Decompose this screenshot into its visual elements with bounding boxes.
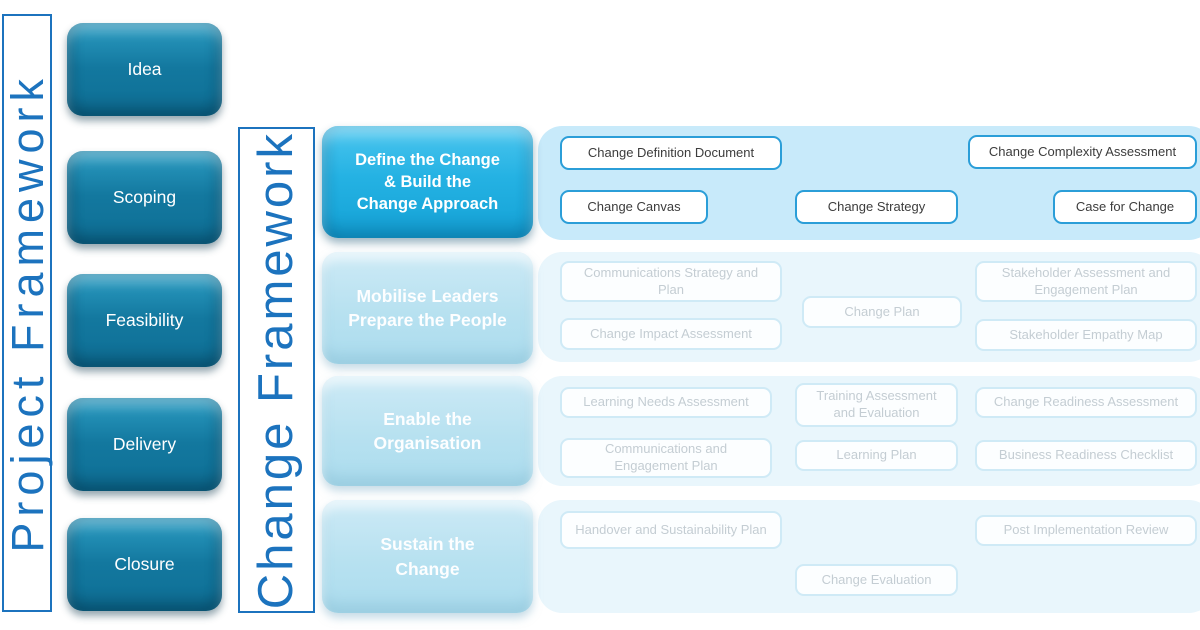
deliverable-change-readiness-assessment[interactable]: Change Readiness Assessment bbox=[975, 387, 1197, 418]
deliverable-business-readiness-checklist[interactable]: Business Readiness Checklist bbox=[975, 440, 1197, 471]
phase-sustain-the-change[interactable]: Sustain the Change bbox=[322, 500, 533, 613]
deliverable-training-assessment-and-evaluation[interactable]: Training Assessment and Evaluation bbox=[795, 383, 958, 427]
deliverable-stakeholder-empathy-map[interactable]: Stakeholder Empathy Map bbox=[975, 319, 1197, 351]
deliverable-learning-needs-assessment[interactable]: Learning Needs Assessment bbox=[560, 387, 772, 418]
deliverable-change-impact-assessment[interactable]: Change Impact Assessment bbox=[560, 318, 782, 350]
deliverable-stakeholder-assessment-and-engagement-plan[interactable]: Stakeholder Assessment and Engagement Pl… bbox=[975, 261, 1197, 302]
stage-delivery[interactable]: Delivery bbox=[67, 398, 222, 491]
deliverable-post-implementation-review[interactable]: Post Implementation Review bbox=[975, 515, 1197, 546]
deliverable-learning-plan[interactable]: Learning Plan bbox=[795, 440, 958, 471]
phase-define-the-change[interactable]: Define the Change & Build the Change App… bbox=[322, 126, 533, 238]
stage-label: Delivery bbox=[112, 434, 177, 454]
stage-label: Scoping bbox=[112, 187, 177, 207]
stage-label: Idea bbox=[127, 59, 162, 79]
deliverable-handover-and-sustainability-plan[interactable]: Handover and Sustainability Plan bbox=[560, 511, 782, 549]
phase-mobilise-leaders[interactable]: Mobilise Leaders Prepare the People bbox=[322, 252, 533, 364]
deliverable-case-for-change[interactable]: Case for Change bbox=[1053, 190, 1197, 224]
stage-feasibility[interactable]: Feasibility bbox=[67, 274, 222, 367]
stage-idea[interactable]: Idea bbox=[67, 23, 222, 116]
deliverable-change-canvas[interactable]: Change Canvas bbox=[560, 190, 708, 224]
stage-label: Closure bbox=[114, 554, 175, 574]
deliverable-communications-and-engagement-plan[interactable]: Communications and Engagement Plan bbox=[560, 438, 772, 478]
stage-label: Feasibility bbox=[105, 310, 184, 330]
deliverable-change-definition-document[interactable]: Change Definition Document bbox=[560, 136, 782, 170]
deliverable-change-strategy[interactable]: Change Strategy bbox=[795, 190, 958, 224]
phase-enable-the-organisation[interactable]: Enable the Organisation bbox=[322, 376, 533, 486]
project-framework-label: Project Framework bbox=[1, 73, 53, 553]
stage-scoping[interactable]: Scoping bbox=[67, 151, 222, 244]
deliverable-change-complexity-assessment[interactable]: Change Complexity Assessment bbox=[968, 135, 1197, 169]
project-framework-box: Project Framework bbox=[1, 14, 53, 612]
change-framework-label: Change Framework bbox=[249, 130, 303, 610]
deliverable-change-evaluation[interactable]: Change Evaluation bbox=[795, 564, 958, 596]
stage-closure[interactable]: Closure bbox=[67, 518, 222, 611]
deliverable-change-plan[interactable]: Change Plan bbox=[802, 296, 962, 328]
deliverable-communications-strategy-and-plan[interactable]: Communications Strategy and Plan bbox=[560, 261, 782, 302]
change-framework-box: Change Framework bbox=[238, 127, 315, 613]
